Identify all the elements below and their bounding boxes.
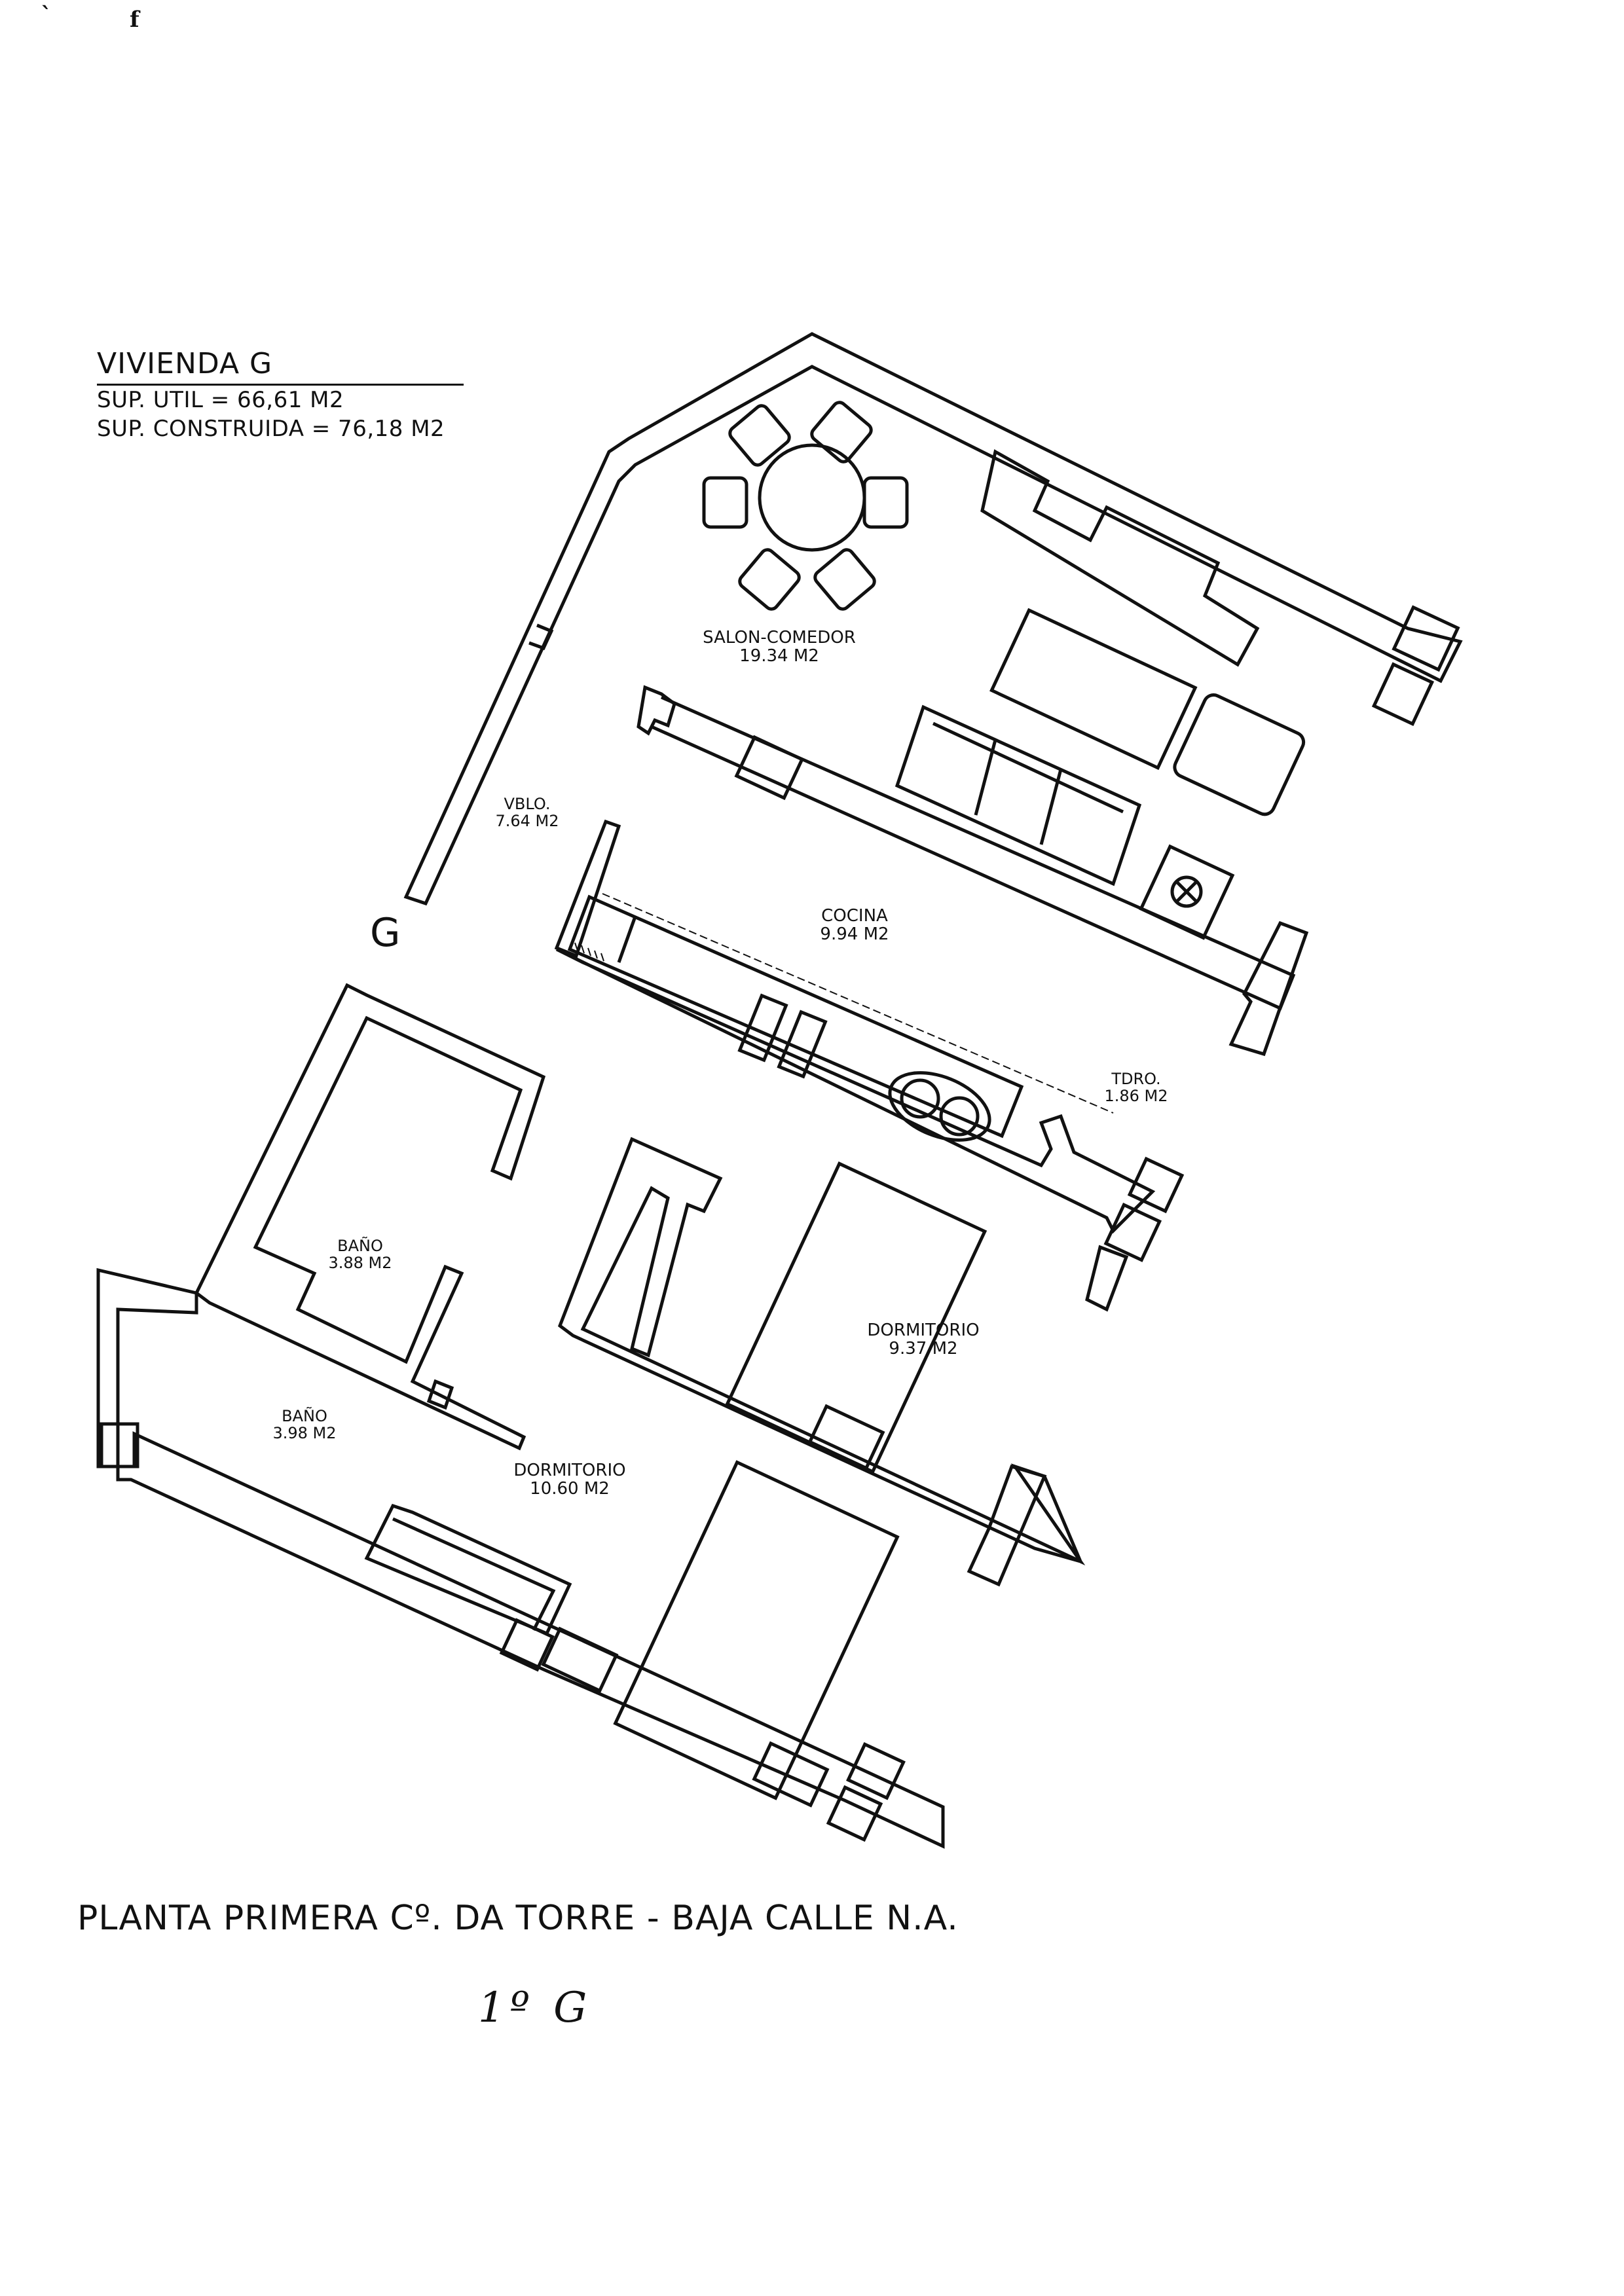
wall-kitchen-left xyxy=(554,819,621,958)
room-name: DORMITORIO xyxy=(867,1321,980,1340)
wall-kitchen-right-stub xyxy=(1085,1245,1129,1312)
room-label-bano2: BAÑO 3.98 M2 xyxy=(259,1408,350,1442)
room-name: DORMITORIO xyxy=(513,1461,626,1480)
stove-right xyxy=(777,1010,828,1079)
pillar-kitchen-right-b xyxy=(1103,1202,1162,1262)
room-label-cocina: COCINA 9.94 M2 xyxy=(802,907,907,943)
pillar-lower-mid xyxy=(499,1618,555,1672)
nightstand-lower-b xyxy=(752,1741,830,1808)
room-name: COCINA xyxy=(821,906,888,926)
wall-bath1 xyxy=(194,983,546,1451)
sink-bowl-left xyxy=(900,1078,940,1119)
room-area: 9.94 M2 xyxy=(820,924,889,944)
wall-lower-outer xyxy=(96,1267,945,1849)
coffee-table xyxy=(989,608,1198,771)
sofa xyxy=(895,704,1142,886)
chair-1 xyxy=(728,404,791,467)
wall-salon-outer xyxy=(403,332,1463,906)
wall-dorm1-column xyxy=(967,1464,1047,1587)
bed-upper xyxy=(725,1161,987,1474)
wall-salon-kitchen-long xyxy=(650,695,1296,1011)
sink-bowl-right xyxy=(939,1096,980,1137)
pillar-salon-kitchen xyxy=(734,735,805,801)
room-area: 7.64 M2 xyxy=(495,812,559,830)
room-label-salon: SALON-COMEDOR 19.34 M2 xyxy=(694,629,864,665)
wardrobe-lower xyxy=(364,1503,572,1636)
corner-mark-left: ˋ xyxy=(41,3,52,29)
dwelling-title: VIVIENDA G xyxy=(97,346,464,386)
kitchen-counter-inner xyxy=(602,893,1114,1114)
pillar-upper-right-a xyxy=(1392,605,1460,672)
pillar-lower-left xyxy=(100,1422,139,1468)
kitchen-sink xyxy=(888,1071,991,1142)
chair-5 xyxy=(738,548,801,611)
room-area: 19.34 M2 xyxy=(739,646,819,666)
wall-notch xyxy=(528,623,554,651)
sideboard xyxy=(980,449,1260,667)
armchair xyxy=(1173,693,1306,816)
dwelling-header: VIVIENDA G SUP. UTIL = 66,61 M2 SUP. CON… xyxy=(97,346,464,443)
plan-title: PLANTA PRIMERA Cº. DA TORRE - BAJA CALLE… xyxy=(77,1899,959,1938)
room-label-dorm1: DORMITORIO 9.37 M2 xyxy=(858,1321,989,1358)
room-area: 1.86 M2 xyxy=(1104,1087,1168,1105)
room-label-tdro: TDRO. 1.86 M2 xyxy=(1090,1070,1182,1104)
handwritten-note: 1º G xyxy=(478,1984,593,2032)
room-name: BAÑO xyxy=(282,1407,327,1425)
nightstand-lower-a xyxy=(541,1626,619,1693)
boiler-box xyxy=(1139,844,1235,940)
built-area-text: SUP. CONSTRUIDA = 76,18 M2 xyxy=(97,416,445,442)
kitchen-counter-divider xyxy=(617,916,637,963)
room-label-vblo: VBLO. 7.64 M2 xyxy=(481,795,573,829)
room-name: SALON-COMEDOR xyxy=(703,628,856,647)
bed-lower xyxy=(613,1460,900,1800)
room-area: 3.88 M2 xyxy=(328,1254,392,1272)
dishwasher-hatch xyxy=(569,942,610,966)
corner-mark-right: f xyxy=(130,7,139,33)
kitchen-counter xyxy=(567,894,1024,1139)
room-label-dorm2: DORMITORIO 10.60 M2 xyxy=(504,1461,635,1498)
pillar-lower-right-b xyxy=(826,1785,883,1842)
wall-bath1-stub xyxy=(426,1379,454,1410)
chair-2 xyxy=(810,401,873,464)
room-name: TDRO. xyxy=(1111,1070,1161,1088)
nightstand-upper xyxy=(807,1404,885,1470)
stove-left xyxy=(737,993,788,1063)
wall-dorm1 xyxy=(557,1137,1086,1566)
pillar-kitchen-right-a xyxy=(1127,1156,1185,1214)
pillar-lower-right-a xyxy=(845,1741,906,1800)
useful-area-text: SUP. UTIL = 66,61 M2 xyxy=(97,387,344,413)
room-name: BAÑO xyxy=(337,1237,383,1255)
entry-label: G xyxy=(370,910,401,956)
room-label-bano1: BAÑO 3.88 M2 xyxy=(314,1237,406,1271)
chair-4 xyxy=(702,476,748,529)
wall-kitchen-right-column xyxy=(1228,920,1309,1057)
wall-kitchen-bottom xyxy=(555,947,1156,1234)
chair-3 xyxy=(862,476,909,529)
room-area: 10.60 M2 xyxy=(530,1479,610,1499)
chair-6 xyxy=(813,548,876,611)
room-area: 9.37 M2 xyxy=(889,1339,958,1358)
room-area: 3.98 M2 xyxy=(272,1424,337,1442)
pillar-upper-right-b xyxy=(1371,662,1435,726)
boiler-icon xyxy=(1170,875,1203,908)
wall-salon-kitchen xyxy=(637,685,676,736)
room-name: VBLO. xyxy=(504,795,551,813)
boiler-cross xyxy=(1176,881,1197,902)
